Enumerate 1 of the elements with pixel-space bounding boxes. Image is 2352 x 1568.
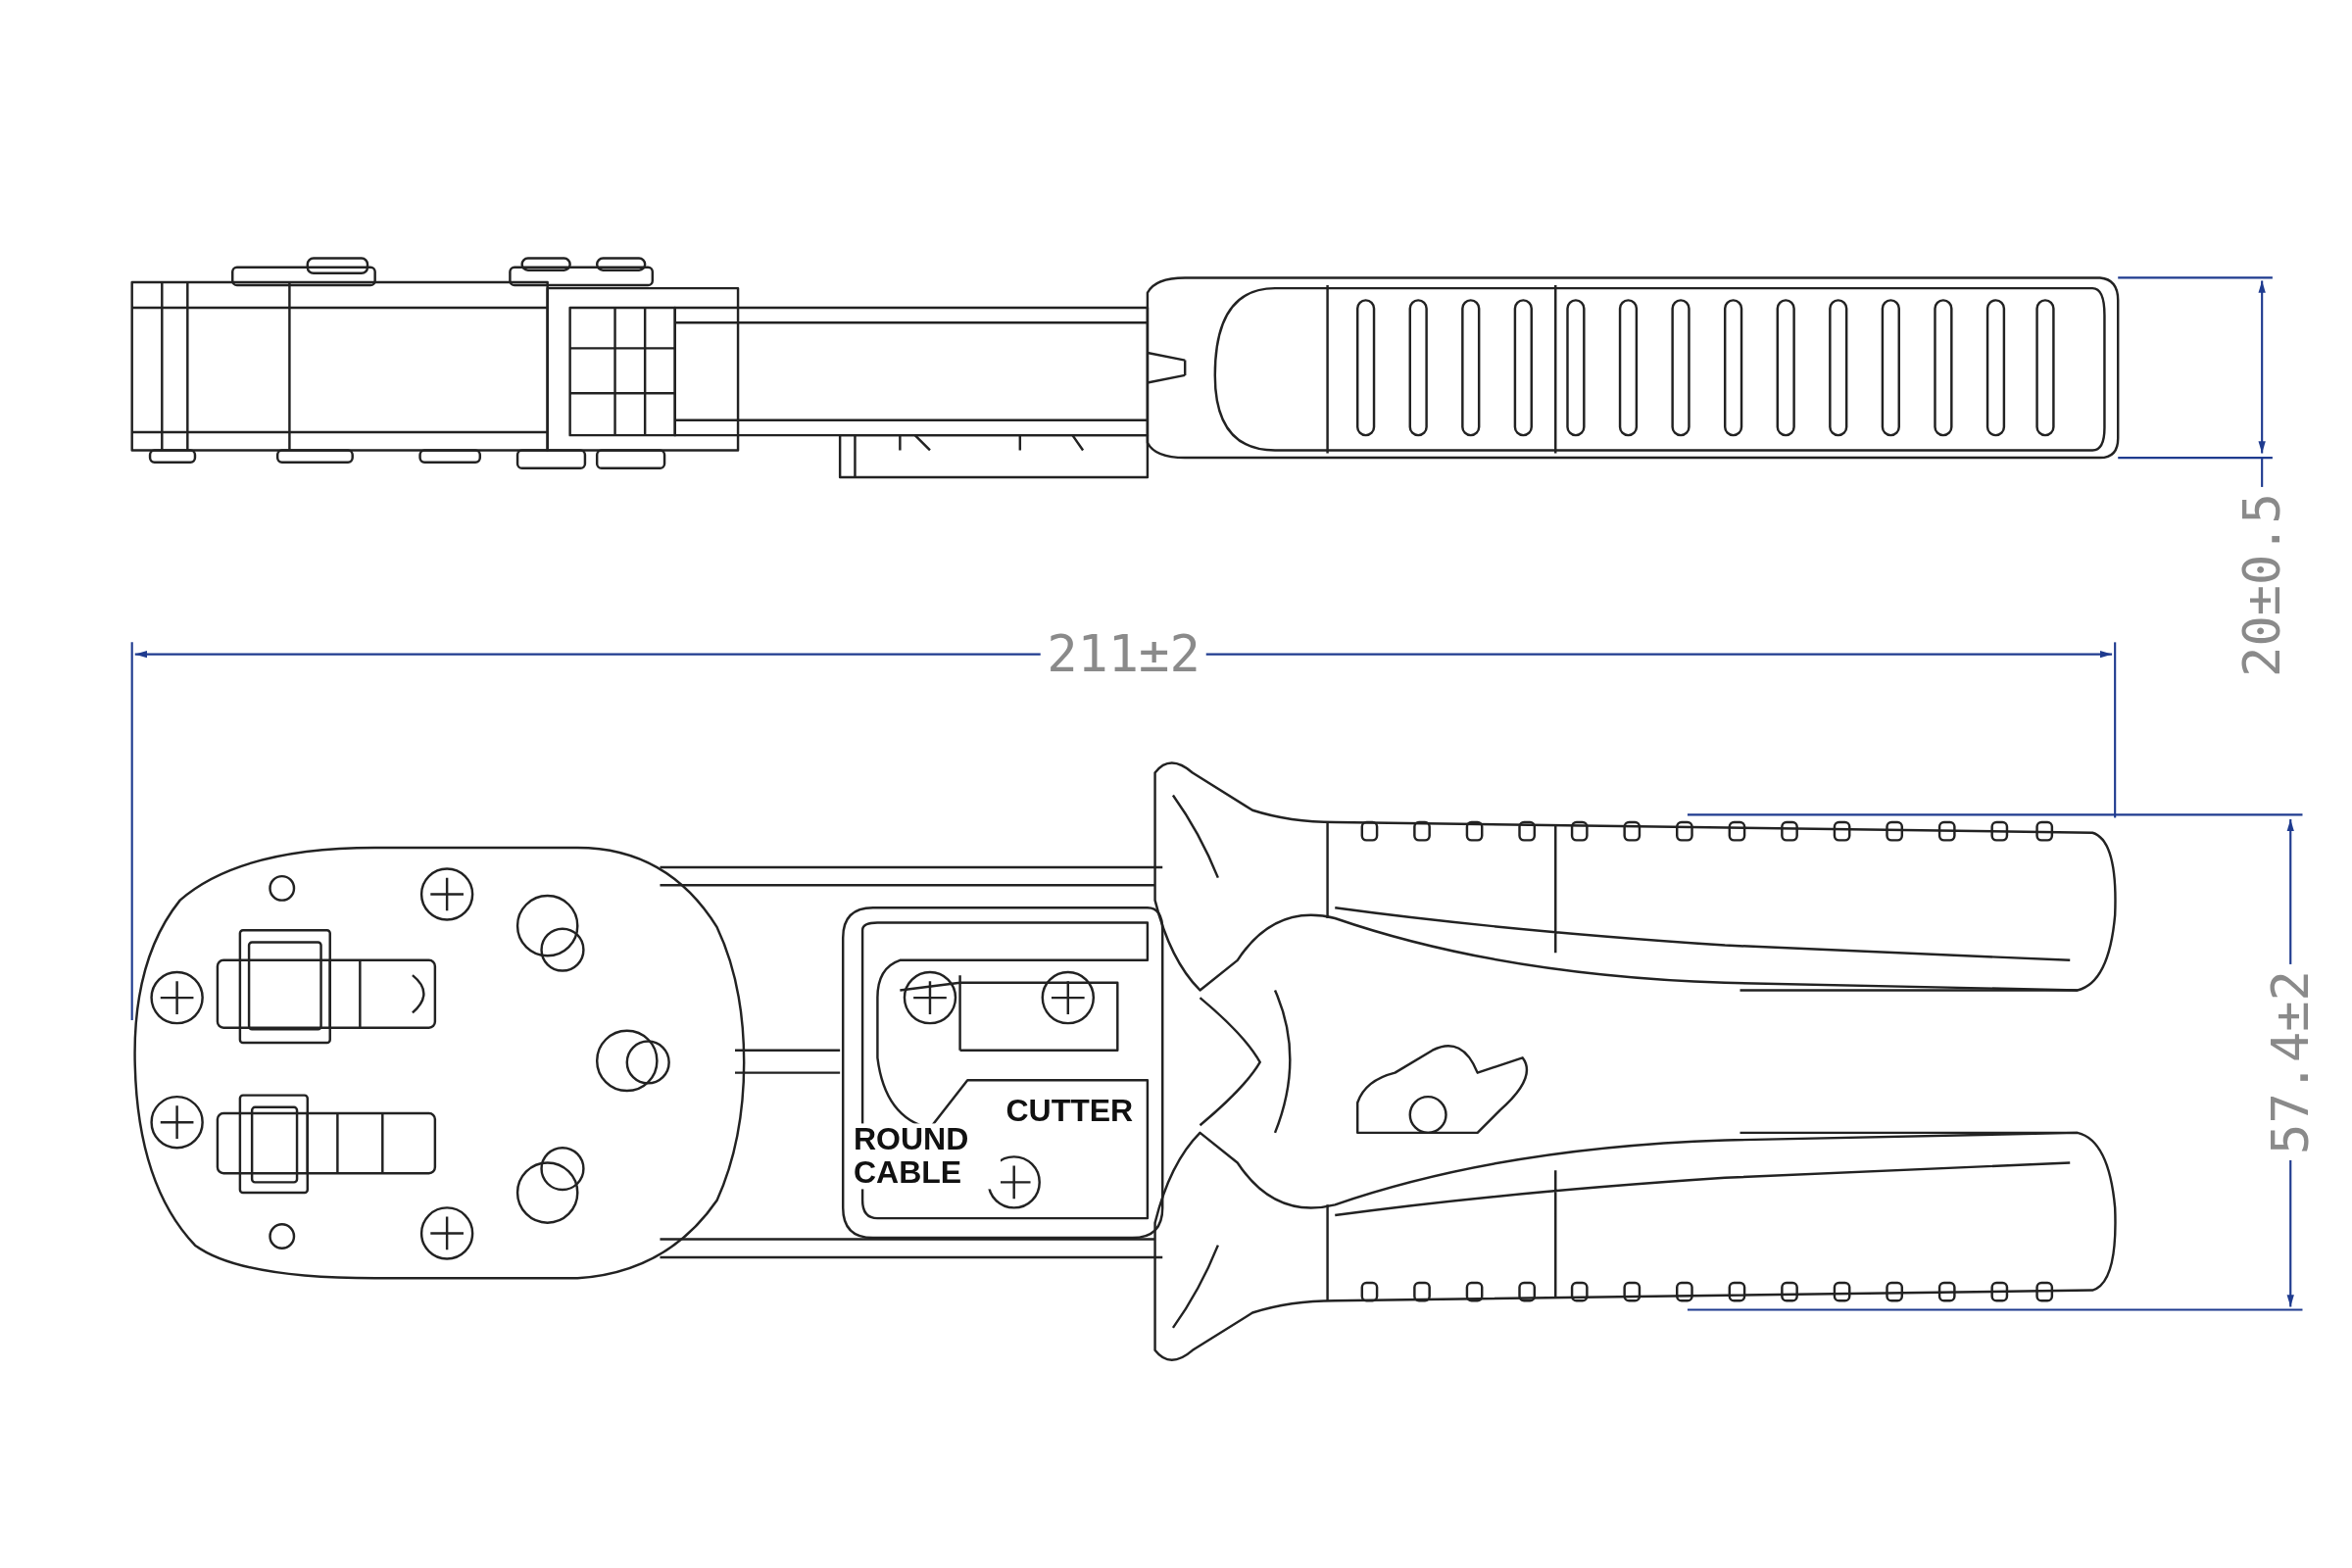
part-label: ROUND CABLE — [853, 1123, 1001, 1190]
